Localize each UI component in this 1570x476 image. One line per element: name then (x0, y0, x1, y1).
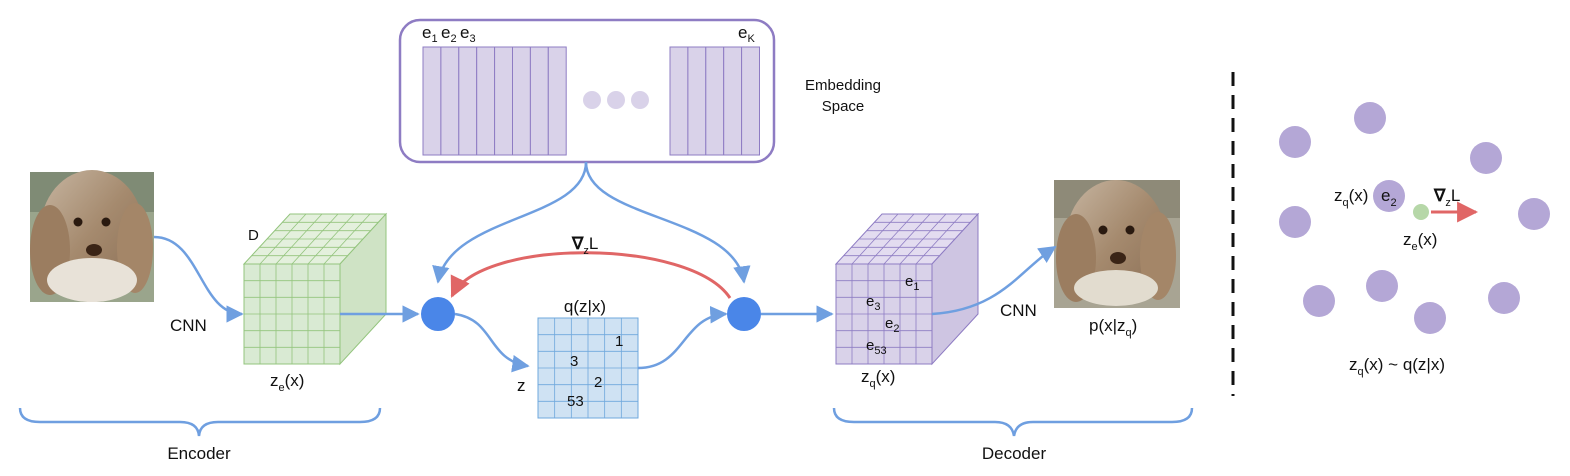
grid-value-3: 3 (570, 353, 578, 370)
embedding-vector (529, 46, 549, 156)
embedding-point (1279, 206, 1311, 238)
dog-photo-output (1054, 180, 1180, 308)
embedding-space-title-2: Space (822, 98, 865, 115)
decoder-cnn-label: CNN (1000, 301, 1037, 320)
embedding-point (1303, 285, 1335, 317)
embedding-vectors-left (422, 46, 567, 156)
embedding-vector (723, 46, 743, 156)
decoder-input-cube (834, 212, 980, 366)
node-right (727, 297, 761, 331)
posterior-label: q(z|x) (564, 297, 606, 316)
embedding-vector (687, 46, 707, 156)
embedding-point (1414, 302, 1446, 334)
embedding-vector (440, 46, 460, 156)
right-gradient-label: ∇zL (1433, 186, 1460, 209)
embedding-points (1279, 102, 1550, 334)
encoder-output-cube (242, 212, 388, 366)
embedding-point (1488, 282, 1520, 314)
e1-label: e1 (422, 23, 438, 45)
arrow-input-to-encoder (153, 235, 244, 323)
cube-e1-label: e1 (905, 273, 919, 293)
embedding-vectors-right (669, 46, 760, 156)
embedding-vector (512, 46, 531, 156)
cube-e53-label: e53 (866, 337, 887, 357)
gradient-label: ∇zL (571, 234, 598, 257)
decoder-label: Decoder (982, 444, 1047, 463)
arrow-embedding-to-left-node (432, 161, 588, 284)
arrow-node-to-grid (454, 312, 530, 373)
ze-label: ze(x) (270, 371, 304, 394)
embedding-vector (458, 46, 478, 156)
embedding-space-title-1: Embedding (805, 77, 881, 94)
grid-value-1: 1 (615, 333, 623, 350)
embedding-vector (547, 46, 567, 156)
embedding-point (1373, 180, 1405, 212)
embedding-vector (705, 46, 725, 156)
embedding-vector (741, 46, 760, 156)
embedding-vector (422, 46, 442, 156)
encoder-brace (18, 407, 382, 437)
gradient-arrow (450, 251, 732, 299)
encoder-cnn-label: CNN (170, 316, 207, 335)
embedding-point (1279, 126, 1311, 158)
embedding-point (1354, 102, 1386, 134)
embedding-vector (494, 46, 514, 156)
encoder-label: Encoder (167, 444, 231, 463)
arrow-grid-to-node (637, 305, 728, 370)
dog-photo-input (30, 170, 154, 302)
e3-label: e3 (460, 23, 476, 45)
embedding-point (1518, 198, 1550, 230)
depth-label: D (248, 227, 259, 244)
node-left (421, 297, 455, 331)
ellipsis-dots (583, 91, 649, 109)
embedding-vector (476, 46, 496, 156)
posterior-grid (537, 317, 639, 419)
eK-label: eK (738, 23, 755, 45)
embedding-vector (669, 46, 689, 156)
right-e2-label: e2 (1381, 186, 1397, 209)
embedding-point (1470, 142, 1502, 174)
cube-e3-label: e3 (866, 293, 880, 313)
cube-e2-label: e2 (885, 315, 899, 335)
embedding-space: e1 e2 e3 eK Embedding Space (398, 18, 881, 164)
ze-point (1413, 204, 1429, 220)
decoder-output-label: p(x|zq) (1089, 316, 1137, 339)
embedding-point (1366, 270, 1398, 302)
arrow-decoder-to-output (931, 245, 1057, 316)
arrow-embedding-to-right-node (584, 161, 751, 284)
right-formula: zq(x) ~ q(z|x) (1349, 355, 1445, 378)
right-ze-label: ze(x) (1403, 230, 1437, 253)
zq-label: zq(x) (861, 367, 895, 390)
decoder-brace (832, 407, 1194, 437)
flow-arrows (153, 161, 1057, 373)
z-label: z (517, 376, 526, 395)
e2-label: e2 (441, 23, 457, 45)
grid-value-2: 2 (594, 374, 602, 391)
right-zq-label: zq(x) (1334, 186, 1368, 209)
grid-value-53: 53 (567, 393, 584, 410)
